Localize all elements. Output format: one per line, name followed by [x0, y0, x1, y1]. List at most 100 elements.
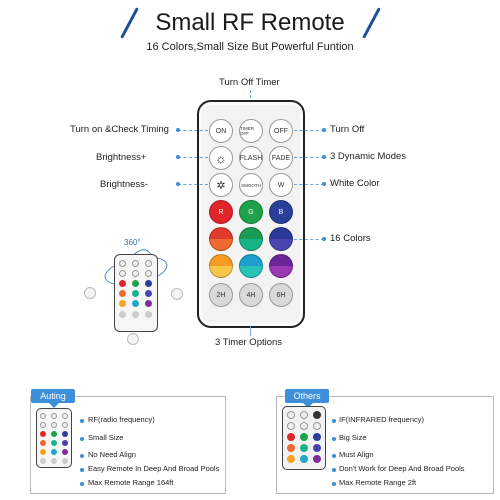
ours-feature-2: Small Size [88, 433, 124, 442]
mini-btn [300, 422, 308, 430]
mini-btn [313, 433, 321, 441]
mini-btn [145, 280, 152, 287]
color-button-indigo[interactable] [269, 227, 293, 251]
sun-minus-icon: ✲ [216, 179, 226, 192]
brightness-down-button[interactable]: ✲ [209, 173, 233, 197]
smooth-button[interactable]: SMOOTH [239, 173, 263, 197]
callout-dot-left1 [176, 128, 180, 132]
callout-line-bottom [250, 326, 251, 336]
mini-btn [62, 449, 68, 455]
color-button-orange-red[interactable] [209, 227, 233, 251]
green-button[interactable]: G [239, 200, 263, 224]
callout-dot-right2 [322, 155, 326, 159]
on-button[interactable]: ON [209, 119, 233, 143]
mini-btn [40, 431, 46, 437]
others-remote-image [282, 406, 326, 470]
callout-line-right3 [294, 184, 324, 185]
mini-btn [62, 422, 68, 428]
timer-2h-button[interactable]: 2H [209, 283, 233, 307]
mini-btn [119, 290, 126, 297]
others-feature-5: Max Remote Range 2ft [339, 478, 417, 487]
callout-dynamic-modes: 3 Dynamic Modes [330, 151, 407, 162]
others-feature-3: Must Align [339, 450, 374, 459]
callout-timer-options: 3 Timer Options [215, 337, 283, 348]
callout-16-colors: 16 Colors [330, 233, 371, 244]
mini-btn [287, 444, 295, 452]
others-feature-1: IF(INFRARED frequency) [339, 415, 425, 424]
timer-6h-button[interactable]: 6H [269, 283, 293, 307]
mini-btn [132, 270, 139, 277]
mini-btn [145, 260, 152, 267]
mini-btn [287, 422, 295, 430]
mini-btn [51, 422, 57, 428]
others-feature-4: Don't Work for Deep And Broad Pools [339, 464, 465, 473]
mini-btn [300, 433, 308, 441]
color-button-cyan[interactable] [239, 254, 263, 278]
callout-dot-right1 [322, 128, 326, 132]
mini-btn [145, 311, 152, 318]
timer-off-button[interactable]: TIMER OFF [239, 119, 263, 143]
mini-btn [313, 455, 321, 463]
mini-btn [132, 280, 139, 287]
mini-btn [40, 413, 46, 419]
mini-btn [51, 413, 57, 419]
off-button[interactable]: OFF [269, 119, 293, 143]
red-button[interactable]: R [209, 200, 233, 224]
ours-feature-5: Max Remote Range 164ft [88, 478, 174, 487]
mini-btn [51, 449, 57, 455]
mini-btn [119, 311, 126, 318]
mini-btn [132, 260, 139, 267]
feature-bullet [80, 437, 84, 441]
feature-bullet [332, 437, 336, 441]
light-bulb-icon [84, 287, 96, 299]
callout-turn-on-check-timing: Turn on &Check Timing [70, 124, 169, 135]
comparison-panel-others [276, 396, 494, 494]
feature-bullet [332, 482, 336, 486]
page-title: Small RF Remote [155, 9, 345, 36]
feature-bullet [332, 454, 336, 458]
mini-btn [287, 411, 295, 419]
light-bulb-icon [127, 333, 139, 345]
fade-button[interactable]: FADE [269, 146, 293, 170]
callout-dot-right4 [322, 237, 326, 241]
callout-line-right4 [294, 239, 324, 240]
callout-line-top [250, 90, 251, 108]
color-button-purple[interactable] [269, 254, 293, 278]
mini-btn [40, 422, 46, 428]
mini-btn [145, 300, 152, 307]
white-button[interactable]: W [269, 173, 293, 197]
mini-btn [51, 440, 57, 446]
mini-btn [51, 431, 57, 437]
callout-line-left1 [178, 130, 208, 131]
mini-btn [119, 300, 126, 307]
mini-btn [119, 280, 126, 287]
mini-btn [300, 455, 308, 463]
comparison-panel-ours [30, 396, 226, 494]
mini-btn [300, 411, 308, 419]
callout-line-right2 [294, 157, 324, 158]
mini-btn [40, 458, 46, 464]
rotating-remote [114, 254, 158, 332]
blue-button[interactable]: B [269, 200, 293, 224]
others-feature-2: Big Size [339, 433, 367, 442]
tag-others: Others [285, 389, 329, 408]
color-button-orange[interactable] [209, 254, 233, 278]
mini-btn [313, 422, 321, 430]
callout-dot-right3 [322, 182, 326, 186]
mini-btn [145, 290, 152, 297]
mini-btn [300, 444, 308, 452]
brightness-up-button[interactable]: ☼ [209, 146, 233, 170]
mini-btn [62, 431, 68, 437]
ours-feature-4: Easy Remote In Deep And Broad Pools [88, 464, 220, 473]
callout-white-color: White Color [330, 178, 380, 189]
main-remote: ON TIMER OFF OFF ☼ FLASH FADE ✲ SMOOTH W… [197, 100, 305, 328]
mini-btn [287, 455, 295, 463]
mini-btn [145, 270, 152, 277]
color-button-teal[interactable] [239, 227, 263, 251]
mini-btn [119, 260, 126, 267]
timer-4h-button[interactable]: 4H [239, 283, 263, 307]
flash-button[interactable]: FLASH [239, 146, 263, 170]
callout-turn-off-timer: Turn Off Timer [219, 77, 280, 88]
ours-remote-image [36, 408, 72, 468]
mini-btn [313, 411, 321, 419]
